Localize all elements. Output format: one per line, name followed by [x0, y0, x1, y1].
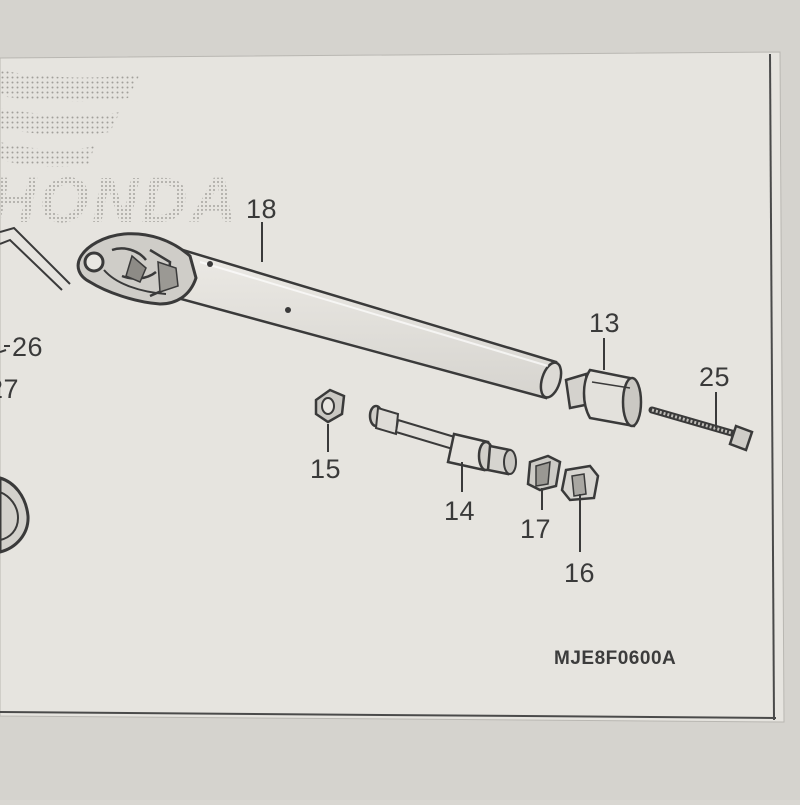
diagram-code: MJE8F0600A [554, 648, 677, 669]
page-border-bottom [0, 711, 777, 719]
callout-18: 18 [246, 194, 278, 224]
part-bottom-left-fragment [0, 476, 30, 554]
paper-sheet [0, 52, 784, 722]
part-18-handlebar-pipe [76, 232, 563, 400]
callout-13: 13 [589, 308, 621, 338]
watermark-text: HONDA [0, 164, 240, 236]
callout-14: 14 [444, 496, 476, 526]
part-17-ring [526, 454, 562, 492]
honda-watermark: HONDA [0, 70, 240, 236]
part-15-nut [314, 388, 346, 424]
callout-15: 15 [310, 454, 342, 484]
callout-27: 27 [0, 374, 20, 404]
callout-16: 16 [564, 558, 596, 588]
part-left-fragment [0, 226, 71, 353]
page-border-right [769, 53, 775, 721]
part-14-shaft [368, 404, 517, 476]
callout-17: 17 [520, 514, 552, 544]
part-25-screw [648, 406, 754, 452]
callout-26: 26 [12, 332, 44, 362]
leader-lines [4, 222, 717, 552]
part-16-rubber [560, 464, 600, 502]
callout-25: 25 [699, 362, 731, 392]
part-13-weight [564, 368, 643, 428]
